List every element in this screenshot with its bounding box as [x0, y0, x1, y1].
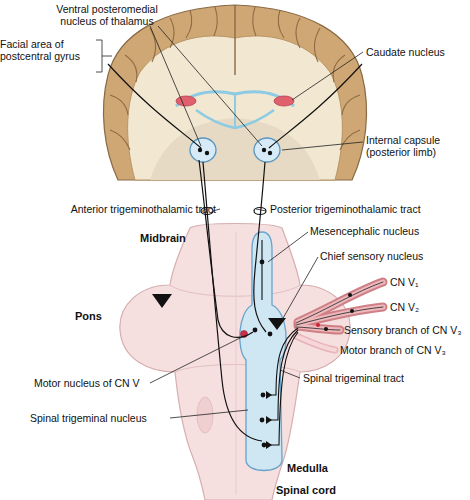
structure-label: Mesencephalic nucleus — [310, 225, 460, 237]
region-label: Spinal cord — [276, 484, 366, 496]
leader-line-part — [280, 370, 300, 378]
fiber-terminal-part — [266, 441, 272, 449]
leader-line-part — [268, 232, 308, 262]
trigeminothalamic-tracts — [199, 160, 266, 441]
cerebrum-section-part — [274, 96, 294, 106]
spinal-trigeminal-fibers — [262, 240, 298, 445]
leader-line — [96, 26, 363, 418]
structure-label: Spinal trigeminal nucleus — [30, 412, 180, 424]
structure-label: Facial area of postcentral gyrus — [0, 38, 96, 62]
trigeminal-nuclear-column-part — [268, 332, 273, 337]
thalamus-nucleus-part — [198, 148, 202, 152]
leader-line-part — [158, 26, 262, 146]
cerebrum-section-part — [176, 96, 196, 106]
fiber-terminal-part — [266, 391, 272, 399]
leader-line-part — [256, 209, 266, 211]
thalamocortical-fibers — [108, 64, 362, 148]
trigeminal-nuclear-column-part — [260, 418, 265, 423]
trigeminothalamic-tracts-part — [254, 162, 266, 332]
thalamus-nucleus-part — [268, 151, 272, 155]
thalamus-nucleus-part — [262, 148, 266, 152]
leader-line-part — [292, 52, 363, 100]
trigeminal-nerve-part — [348, 293, 352, 297]
region-label: Medulla — [287, 462, 367, 474]
cerebrum-section-part — [103, 5, 366, 180]
thalamus-nucleus — [190, 138, 280, 162]
thalamocortical-fibers-part — [269, 64, 362, 148]
thalamocortical-fibers-part — [108, 64, 201, 148]
structure-label: Motor nucleus of CN V — [34, 377, 164, 389]
leader-line-part — [150, 337, 242, 383]
spinal-trigeminal-fibers-part — [270, 330, 298, 420]
leader-line-part — [170, 410, 248, 418]
fiber-terminal-part — [152, 294, 172, 308]
tract-label: Spinal trigeminal tract — [303, 372, 453, 384]
trigeminothalamic-tracts-part — [199, 160, 253, 337]
nerve-label: Motor branch of CN V₃ — [340, 344, 466, 356]
trigeminal-nuclear-column-part — [261, 393, 266, 398]
nerve-label: CN V₁ — [390, 276, 450, 288]
spinal-trigeminal-fibers-part — [270, 332, 298, 445]
trigeminothalamic-tracts-part — [254, 208, 266, 215]
brainstem-part — [236, 232, 237, 495]
trigeminal-nerve — [296, 282, 383, 350]
leader-line-part — [282, 142, 363, 150]
leader-line-part — [150, 26, 201, 146]
fiber-terminal — [152, 294, 286, 449]
brainstem — [120, 224, 350, 500]
cerebrum-section-part — [110, 7, 360, 150]
tract-label: Anterior trigeminothalamic tract — [30, 203, 216, 215]
nerve-label: CN V₂ — [390, 301, 450, 313]
trigeminal-nerve-part — [296, 282, 383, 330]
nerve-label: Sensory branch of CN V₃ — [344, 324, 470, 336]
trigeminal-nerve-part — [316, 323, 320, 327]
structure-label: Chief sensory nucleus — [320, 250, 465, 262]
trigeminal-nerve-part — [296, 336, 335, 350]
structure-label: Internal capsule (posterior limb) — [366, 134, 470, 158]
thalamus-nucleus-part — [205, 151, 209, 155]
structure-label: Caudate nucleus — [366, 46, 470, 58]
region-label: Pons — [75, 310, 135, 322]
spinal-trigeminal-fibers-part — [261, 240, 262, 300]
trigeminal-nerve-part — [324, 327, 328, 331]
cerebrum-section-part — [234, 5, 235, 75]
trigeminal-nerve-part — [296, 336, 335, 350]
leader-line-part — [96, 40, 112, 72]
tract-label: Posterior trigeminothalamic tract — [270, 203, 468, 215]
cerebrum-section — [103, 5, 366, 180]
trigeminal-nuclear-column-part — [253, 328, 258, 333]
brainstem-part — [120, 224, 350, 500]
leader-line-part — [282, 257, 318, 320]
region-label: Midbrain — [140, 232, 210, 244]
structure-label: Ventral posteromedial nucleus of thalamu… — [42, 3, 172, 27]
cerebrum-section-part — [234, 94, 236, 128]
fiber-terminal-part — [268, 318, 286, 330]
trigeminal-nuclear-column-part — [262, 443, 267, 448]
fiber-terminal-part — [266, 416, 272, 424]
trigeminal-nerve-part — [350, 309, 354, 313]
